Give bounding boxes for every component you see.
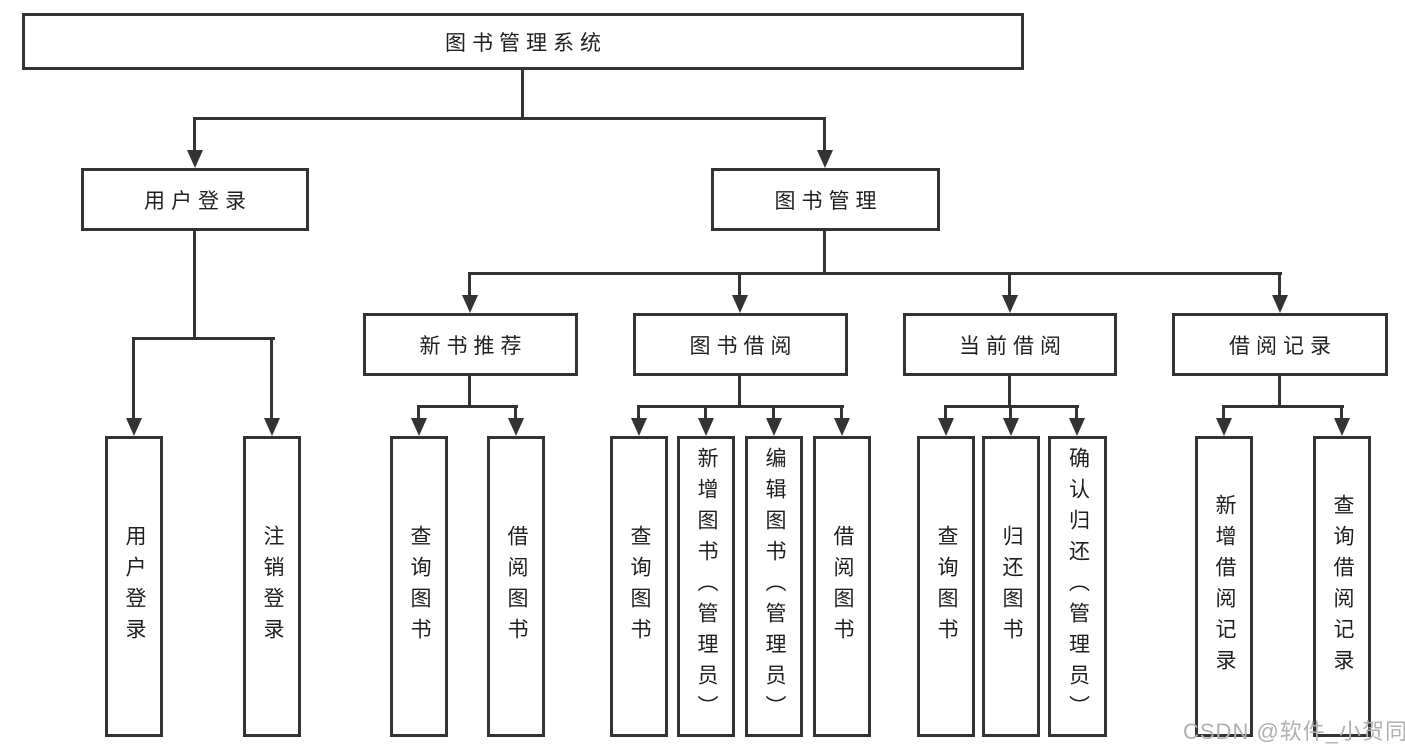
arrow-recommend [462, 295, 478, 313]
edge-drop-cur-query [944, 405, 947, 422]
arrow-bor-edit [766, 418, 782, 436]
arrow-leaf-login [126, 418, 142, 436]
edge-current-stem [1008, 376, 1011, 405]
edge-drop-recd-add [1222, 405, 1225, 422]
edge-drop-leaf-logout [270, 337, 273, 422]
edge-drop-records [1278, 272, 1281, 299]
leaf-current-return-books: 归还图书 [982, 436, 1040, 737]
leaf-recommend-borrow-books: 借阅图书 [487, 436, 545, 737]
node-borrowing-records-label: 借阅记录 [1229, 334, 1337, 358]
node-book-borrowing: 图书借阅 [633, 313, 848, 376]
leaf-recommend-query-books-label: 查询图书 [408, 524, 431, 649]
leaf-logout: 注销登录 [243, 436, 301, 737]
edge-drop-recd-query [1340, 405, 1343, 422]
edge-recommend-stem [468, 376, 471, 405]
arrow-cur-return [1003, 418, 1019, 436]
arrow-bor-add [698, 418, 714, 436]
arrow-current [1002, 295, 1018, 313]
node-book-management-label: 图书管理 [774, 189, 883, 213]
leaf-borrowing-edit-books-admin: 编辑图书（管理员） [745, 436, 803, 737]
edge-drop-rec-query [417, 405, 420, 422]
csdn-watermark: CSDN @软件_小贺同学 [1183, 719, 1405, 744]
edge-drop-borrowing [738, 272, 741, 299]
edge-drop-leaf-login [132, 337, 135, 422]
arrow-book-mgmt [817, 150, 833, 168]
arrow-cur-query [938, 418, 954, 436]
edge-drop-book-mgmt [823, 117, 826, 156]
arrow-rec-query [411, 418, 427, 436]
node-current-borrowing: 当前借阅 [903, 313, 1117, 376]
edge-borrowing-bar [637, 405, 844, 408]
leaf-user-login: 用户登录 [105, 436, 163, 737]
edge-borrowing-stem [738, 376, 741, 405]
leaf-current-query-books: 查询图书 [917, 436, 975, 737]
leaf-records-add-record: 新增借阅记录 [1195, 436, 1253, 737]
leaf-borrowing-edit-books-admin-label: 编辑图书（管理员） [763, 447, 786, 726]
arrow-user-login [187, 150, 203, 168]
edge-drop-bor-edit [772, 405, 775, 422]
arrow-rec-borrow [508, 418, 524, 436]
leaf-current-return-books-label: 归还图书 [1000, 524, 1023, 649]
node-book-borrowing-label: 图书借阅 [689, 334, 798, 358]
leaf-user-login-label: 用户登录 [123, 524, 146, 649]
leaf-current-query-books-label: 查询图书 [935, 524, 958, 649]
edge-user-login-stem [193, 231, 196, 337]
edge-book-mgmt-stem [823, 231, 826, 272]
edge-recommend-bar [417, 405, 518, 408]
edge-drop-recommend [468, 272, 471, 299]
node-new-book-recommend: 新书推荐 [363, 313, 578, 376]
leaf-borrowing-borrow-books: 借阅图书 [813, 436, 871, 737]
arrow-recd-add [1216, 418, 1232, 436]
arrow-cur-confirm [1069, 418, 1085, 436]
node-book-management: 图书管理 [711, 168, 940, 231]
edge-records-bar [1222, 405, 1344, 408]
leaf-borrowing-query-books: 查询图书 [610, 436, 668, 737]
edge-drop-rec-borrow [514, 405, 517, 422]
edge-root-stem [521, 69, 524, 117]
edge-drop-user-login [193, 117, 196, 156]
leaf-borrowing-borrow-books-label: 借阅图书 [831, 524, 854, 649]
edge-drop-cur-confirm [1075, 405, 1078, 422]
edge-drop-bor-add [704, 405, 707, 422]
edge-level1-bar [193, 117, 826, 120]
edge-level3-bar [468, 272, 1282, 275]
leaf-borrowing-add-books-admin: 新增图书（管理员） [677, 436, 735, 737]
arrow-borrowing [732, 295, 748, 313]
edge-drop-bor-query [637, 405, 640, 422]
edge-user-login-bar [132, 337, 275, 340]
edge-drop-bor-borrow [840, 405, 843, 422]
node-user-login-label: 用户登录 [144, 189, 252, 213]
edge-drop-current [1008, 272, 1011, 299]
node-root: 图书管理系统 [22, 13, 1024, 70]
leaf-borrowing-add-books-admin-label: 新增图书（管理员） [695, 447, 718, 726]
edge-drop-cur-return [1009, 405, 1012, 422]
node-new-book-recommend-label: 新书推荐 [419, 334, 528, 358]
leaf-logout-label: 注销登录 [261, 524, 284, 649]
node-user-login: 用户登录 [81, 168, 309, 231]
leaf-borrowing-query-books-label: 查询图书 [628, 524, 651, 649]
node-borrowing-records: 借阅记录 [1172, 313, 1388, 376]
node-root-label: 图书管理系统 [445, 31, 607, 55]
leaf-current-confirm-return-admin: 确认归还（管理员） [1048, 436, 1107, 737]
leaf-current-confirm-return-admin-label: 确认归还（管理员） [1066, 447, 1090, 726]
edge-records-stem [1278, 376, 1281, 405]
leaf-recommend-borrow-books-label: 借阅图书 [505, 524, 528, 649]
arrow-records [1272, 295, 1288, 313]
leaf-records-query-record: 查询借阅记录 [1313, 436, 1371, 737]
leaf-records-add-record-label: 新增借阅记录 [1213, 493, 1236, 680]
node-current-borrowing-label: 当前借阅 [959, 334, 1067, 358]
arrow-leaf-logout [264, 418, 280, 436]
leaf-records-query-record-label: 查询借阅记录 [1331, 493, 1354, 680]
leaf-recommend-query-books: 查询图书 [390, 436, 448, 737]
arrow-bor-borrow [834, 418, 850, 436]
arrow-recd-query [1334, 418, 1350, 436]
arrow-bor-query [631, 418, 647, 436]
